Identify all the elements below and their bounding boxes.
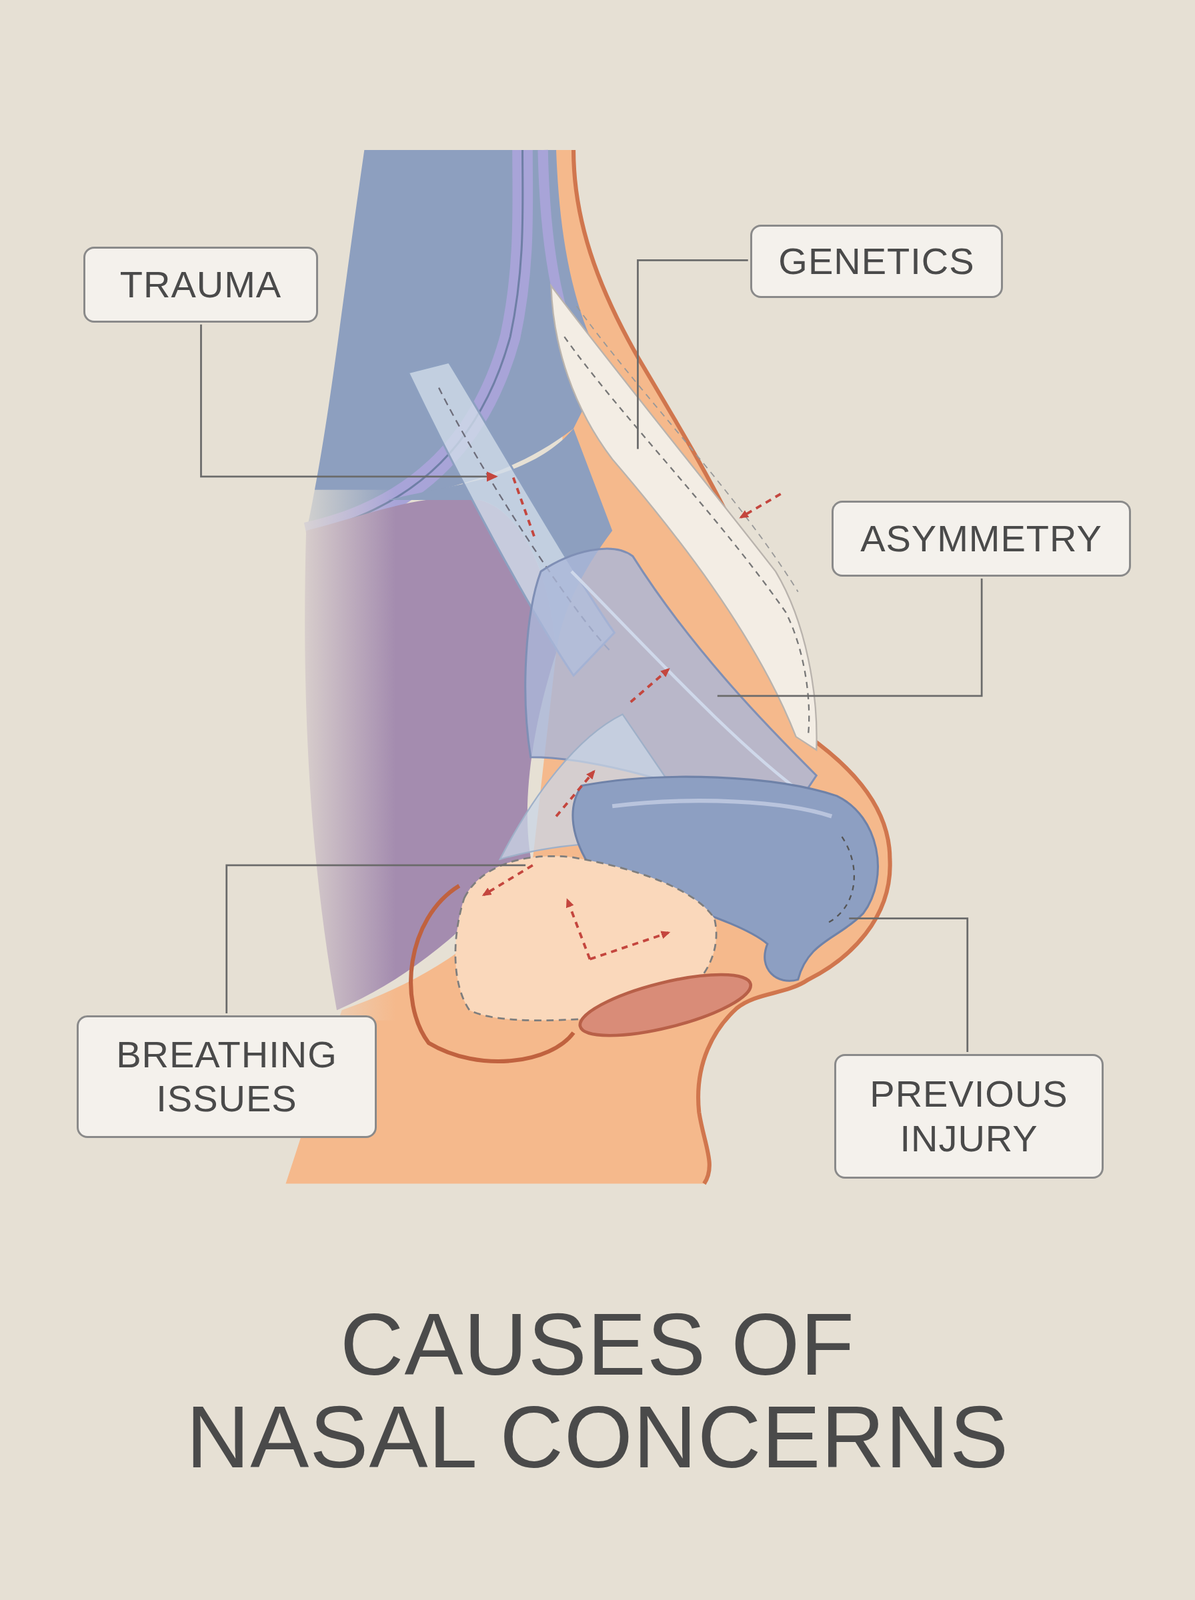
- cause-label: ASYMMETRY: [860, 516, 1103, 561]
- leader-lines: [200, 260, 982, 1053]
- cause-label-box: PREVIOUS INJURY: [834, 1054, 1104, 1179]
- diagram-title: CAUSES OF NASAL CONCERNS: [130, 1299, 1065, 1484]
- cause-label-box: GENETICS: [750, 224, 1003, 299]
- cause-label: PREVIOUS INJURY: [853, 1072, 1085, 1161]
- cause-label-box: ASYMMETRY: [831, 500, 1131, 577]
- cause-label-box: BREATHING ISSUES: [76, 1015, 377, 1139]
- cause-label-box: TRAUMA: [83, 246, 319, 323]
- cause-label: BREATHING ISSUES: [96, 1032, 358, 1121]
- cause-label: TRAUMA: [120, 262, 282, 307]
- cause-label: GENETICS: [778, 239, 975, 284]
